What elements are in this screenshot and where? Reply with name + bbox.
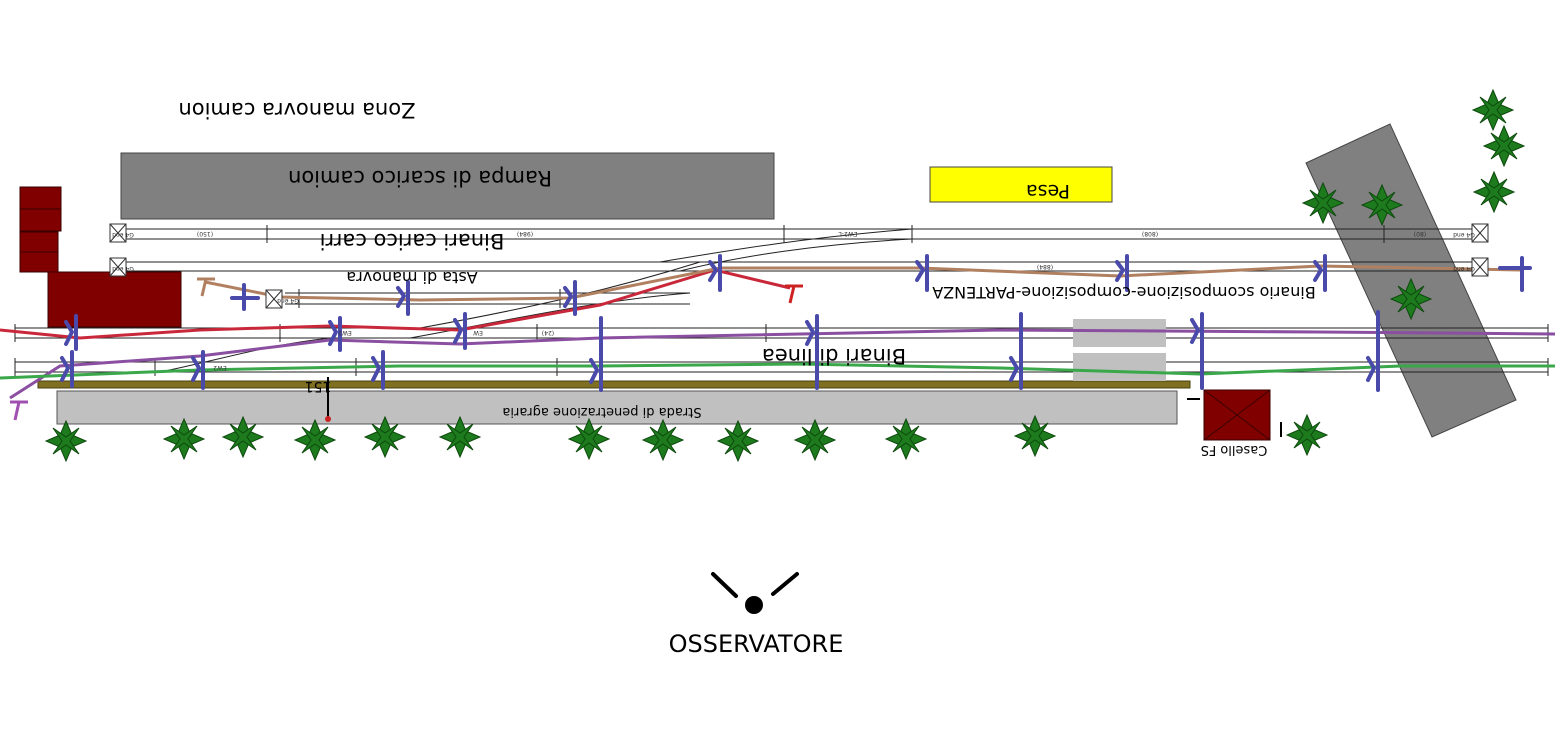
end-label: G4 end: [112, 231, 134, 238]
signal-icon: [563, 280, 577, 316]
signal-icon: [396, 280, 410, 316]
signal-icon: [60, 350, 74, 388]
terminal-markers: [10, 277, 803, 421]
terminal-marker-red: [785, 284, 803, 304]
crossing-panel-lower: [1073, 353, 1166, 381]
trees: [44, 88, 1526, 463]
terminal-marker-brown: [197, 277, 215, 297]
signal-icon: [328, 316, 342, 352]
buffer-stop-icon: [109, 257, 127, 277]
buffer-stop-icon: [1471, 223, 1489, 243]
osservatore-label: OSSERVATORE: [669, 630, 844, 658]
casello-label: Casello FS: [1201, 442, 1268, 457]
signal-icon: [1009, 312, 1023, 390]
binari-linea-label: Binari di linea: [762, 344, 906, 368]
seg-label: (80): [1414, 230, 1426, 237]
tree-icon: [446, 423, 474, 451]
seg-label: (24): [542, 329, 554, 336]
signal-icon: [453, 312, 467, 350]
signal-151-post: [325, 377, 331, 422]
end-label: G4 end: [112, 265, 134, 272]
end-label: G4 end: [277, 297, 299, 304]
tree-icon: [1480, 178, 1508, 206]
casello-building: [1203, 389, 1271, 441]
tree-icon: [1368, 191, 1396, 219]
crossing-panel-upper: [1073, 319, 1166, 347]
tree-icon: [892, 425, 920, 453]
signal-icon: [708, 254, 722, 292]
signal-icon: [1313, 254, 1327, 292]
tree-icon: [170, 425, 198, 453]
signal-icon: [915, 254, 929, 292]
signal-icon: [64, 314, 78, 351]
truck-ramp: [120, 152, 775, 220]
asta-manovra-label: Asta di manovra: [346, 268, 477, 287]
warehouse-buildings: [19, 186, 182, 328]
terminal-marker-purple: [10, 400, 28, 421]
ew-label: EW2: [338, 329, 352, 336]
end-label: G4 end: [1453, 231, 1475, 238]
signals: [60, 254, 1532, 392]
tree-icon: [1490, 132, 1518, 160]
seg-label: (984): [517, 230, 533, 237]
ew-label: EW2: [213, 364, 227, 371]
tree-icon: [649, 426, 677, 454]
tree-icon: [1293, 421, 1321, 449]
signal-icon: [191, 350, 205, 390]
tree-icon: [229, 423, 257, 451]
track-lines: [14, 225, 1549, 376]
buffer-stops: [109, 223, 1489, 309]
signal-icon: [1115, 254, 1129, 292]
ew-label: EW2-L: [838, 230, 858, 237]
tree-icon: [1309, 189, 1337, 217]
platform: [37, 380, 1191, 389]
route-red: [0, 268, 791, 340]
route-lines: [0, 264, 1556, 400]
rampa-label: Rampa di scarico camion: [288, 166, 552, 190]
signal-icon: [1190, 312, 1204, 390]
tree-icon: [575, 425, 603, 453]
weighbridge: [929, 166, 1113, 203]
strada-label: Strada di penetrazione agraria: [502, 404, 701, 419]
small-track-labels: G4 end G4 end G4 end G4 end G4 end (150)…: [112, 230, 1475, 371]
tree-icon: [801, 426, 829, 454]
route-purple: [9, 328, 1556, 400]
access-road: [56, 390, 1178, 425]
signal-icon: [1498, 256, 1532, 292]
tree-icon: [724, 427, 752, 455]
tree-icon: [1479, 96, 1507, 124]
signal-icon: [805, 314, 819, 390]
signal-icon: [589, 316, 603, 392]
tree-icon: [371, 423, 399, 451]
tree-icon: [301, 426, 329, 454]
buffer-stop-icon: [1471, 257, 1489, 277]
pesa-label: Pesa: [1026, 180, 1070, 202]
signal-icon: [371, 350, 385, 390]
buffer-stop-icon: [109, 223, 127, 243]
signal-icon: [230, 283, 260, 311]
binario-scomposizione-label: Binario scomposizione-composizione-PARTE…: [932, 283, 1316, 302]
ew-label: EW: [473, 329, 483, 336]
seg-label: (808): [1142, 230, 1158, 237]
zona-manovra-label: Zona manovra camion: [178, 98, 415, 122]
route-green: [0, 362, 1555, 380]
seg-label: (150): [197, 230, 213, 237]
buffer-stop-icon: [265, 289, 283, 309]
tree-icon: [1021, 422, 1049, 450]
binari-carico-label: Binari carico carri: [320, 229, 505, 253]
observer-icon: [711, 572, 799, 614]
end-label: G4 end: [1453, 265, 1475, 272]
signal-151-label: 151: [305, 378, 332, 394]
seg-label: (884): [1037, 263, 1053, 270]
tree-icon: [1397, 285, 1425, 313]
signal-icon: [1366, 310, 1380, 392]
tree-icon: [52, 427, 80, 455]
